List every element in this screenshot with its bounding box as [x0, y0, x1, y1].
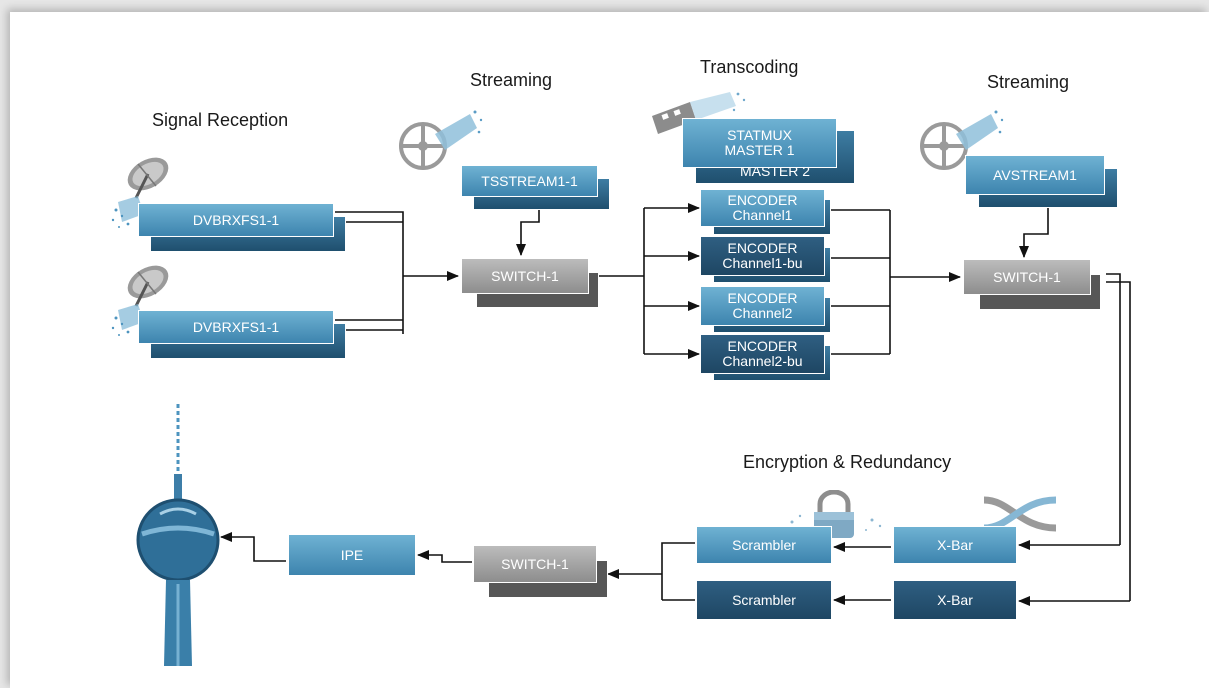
wire-switch-right-b: [1106, 281, 1131, 601]
node-dvbrx-1[interactable]: DVBRXFS1-1: [138, 203, 334, 237]
connection-wires: [220, 203, 1131, 606]
node-encoder-line1: ENCODER: [727, 192, 798, 209]
wire-dvbrx1-a: [335, 211, 404, 334]
film-reel-icon: [399, 110, 483, 170]
node-scrambler-1[interactable]: Scrambler: [696, 526, 832, 564]
node-encoder-line2: Channel1-bu: [722, 255, 803, 271]
node-encoder-line2: Channel1: [732, 207, 793, 223]
satellite-dish-icon: [111, 157, 169, 228]
node-statmux-line1: STATMUX: [727, 127, 792, 144]
node-avstream[interactable]: AVSTREAM1: [965, 155, 1105, 195]
node-encoder-channel1-bu[interactable]: ENCODER Channel1-bu: [700, 236, 825, 276]
node-statmux-master1[interactable]: STATMUX MASTER 1: [682, 118, 837, 168]
film-strip-icon: [652, 92, 746, 134]
node-xbar-1[interactable]: X-Bar: [893, 526, 1017, 564]
node-encoder-line2: Channel2: [732, 305, 793, 321]
node-encoder-line1: ENCODER: [727, 338, 798, 355]
node-encoder-channel1[interactable]: ENCODER Channel1: [700, 189, 825, 227]
node-ipe[interactable]: IPE: [288, 534, 416, 576]
node-encoder-line2: Channel2-bu: [722, 353, 803, 369]
node-switch-right[interactable]: SWITCH-1: [963, 259, 1091, 295]
node-switch-bottom[interactable]: SWITCH-1: [473, 545, 597, 583]
wire-avstream-down: [1019, 207, 1049, 258]
diagram-canvas: Signal Reception Streaming Transcoding S…: [10, 12, 1209, 688]
node-statmux-line2: MASTER 1: [724, 142, 795, 158]
section-label-encryption: Encryption & Redundancy: [743, 452, 952, 472]
node-scrambler-2[interactable]: Scrambler: [696, 580, 832, 620]
node-encoder-channel2[interactable]: ENCODER Channel2: [700, 286, 825, 326]
tv-tower-icon: [136, 404, 220, 666]
section-label-streaming-right: Streaming: [987, 72, 1070, 92]
node-encoder-line1: ENCODER: [727, 240, 798, 257]
section-label-signal-reception: Signal Reception: [152, 110, 289, 130]
wire-tsstream-down: [516, 207, 540, 256]
film-reel-icon: [920, 110, 1004, 170]
wire-switch-right-a: [1106, 273, 1121, 545]
node-encoder-line1: ENCODER: [727, 290, 798, 307]
satellite-dish-icon: [111, 265, 169, 336]
node-encoder-channel2-bu[interactable]: ENCODER Channel2-bu: [700, 334, 825, 374]
wire-switch-ipe: [417, 550, 472, 563]
wire-scrambler1-out: [661, 542, 695, 600]
wire-ipe-tower: [220, 532, 286, 562]
node-dvbrx-2[interactable]: DVBRXFS1-1: [138, 310, 334, 344]
section-label-transcoding: Transcoding: [700, 57, 799, 77]
node-xbar-2[interactable]: X-Bar: [893, 580, 1017, 620]
node-switch-left[interactable]: SWITCH-1: [461, 258, 589, 294]
node-tsstream[interactable]: TSSTREAM1-1: [461, 165, 598, 197]
section-label-streaming-left: Streaming: [470, 70, 553, 90]
